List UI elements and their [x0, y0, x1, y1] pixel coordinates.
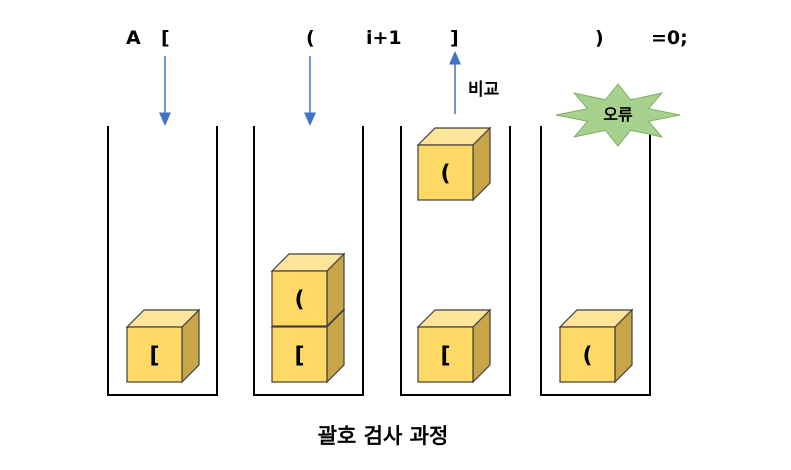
compare-label: 비교 — [468, 80, 500, 100]
stack-3-box-1-label: [ — [440, 344, 450, 369]
stack-3-popped-box-label: ( — [440, 162, 450, 187]
stack-2-box-1-label: [ — [294, 344, 304, 369]
stack-3-popped-box: ( — [416, 126, 492, 202]
error-label: 오류 — [603, 105, 633, 124]
error-star-shape — [555, 83, 681, 147]
expr-token-a: A — [126, 27, 141, 49]
stack-2-box-1-front-face — [271, 326, 328, 383]
stack-4-box-1: ( — [558, 308, 634, 384]
stack-1-box-1-label: [ — [149, 344, 159, 369]
stack-1-box-1-front-face — [126, 326, 183, 383]
error-badge: 오류 — [555, 83, 681, 147]
expr-token-index: i+1 — [366, 27, 402, 49]
stack-2-box-2-front-face — [271, 270, 328, 327]
diagram-caption: 괄호 검사 과정 — [318, 424, 449, 448]
stack-3-box-1-front-face — [417, 326, 474, 383]
expr-token-close-paren: ) — [595, 27, 604, 49]
stack-container-4 — [540, 126, 651, 396]
stack-boxes: [ [ ( [ ( ( — [125, 126, 634, 384]
expr-token-open-square: [ — [161, 27, 170, 49]
stack-containers — [107, 126, 651, 396]
stack-1-box-1: [ — [125, 308, 201, 384]
expr-token-open-paren: ( — [306, 27, 315, 49]
stack-container-1 — [107, 126, 218, 396]
stack-2-box-2-label: ( — [294, 288, 304, 313]
stack-3-box-1: [ — [416, 308, 492, 384]
stack-container-3 — [400, 126, 511, 396]
expr-token-assign-zero: =0; — [651, 27, 688, 49]
stack-2-box-2: ( — [270, 252, 346, 328]
stack-4-box-1-front-face — [559, 326, 616, 383]
expr-token-close-square: ] — [450, 27, 459, 49]
stack-3-popped-box-front-face — [417, 144, 474, 201]
expression: A [ ( i+1 ] ) =0; — [126, 27, 688, 49]
stack-4-box-1-label: ( — [582, 344, 592, 369]
stack-container-2 — [253, 126, 364, 396]
